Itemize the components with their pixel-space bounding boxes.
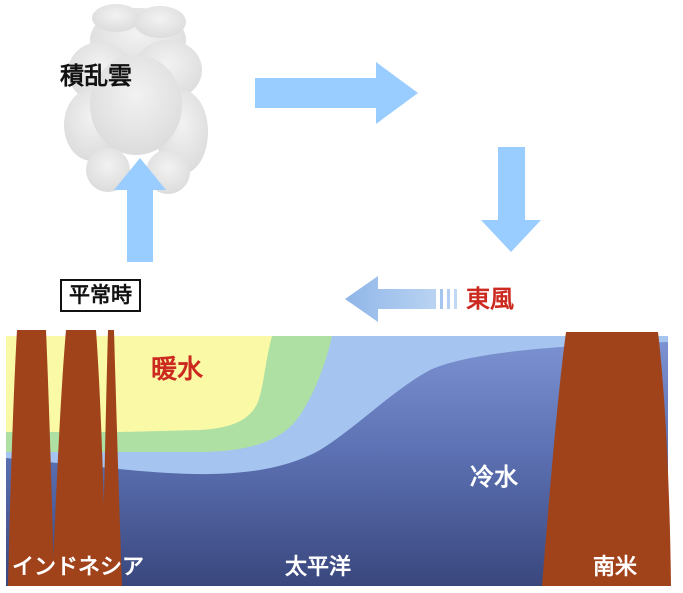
land: [8, 330, 671, 586]
rising-air-arrow: [114, 158, 166, 262]
cold-water-label: 冷水: [470, 463, 518, 491]
east-wind-label: 東風: [466, 285, 514, 313]
indonesia-label: インドネシア: [12, 555, 145, 580]
cumulonimbus-label: 積乱雲: [60, 62, 132, 90]
circulation-arrows: [114, 62, 541, 322]
south-america-label: 南米: [593, 555, 638, 580]
wind-stripe: [454, 289, 457, 309]
south-america-landmass: [542, 332, 671, 586]
sinking-air-arrow: [481, 147, 541, 252]
pacific-label: 太平洋: [285, 555, 352, 580]
cumulonimbus-cloud: [64, 4, 208, 194]
indonesia-island: [52, 330, 106, 586]
wind-stripe: [440, 289, 443, 309]
warm-water-label: 暖水: [151, 355, 204, 385]
wind-stripe: [447, 289, 450, 309]
indonesia-island: [8, 330, 54, 586]
indonesia-island: [102, 330, 122, 586]
upper-eastward-arrow: [255, 62, 418, 124]
east-wind-arrow: [345, 276, 436, 322]
normal-time-label: 平常時: [60, 279, 141, 312]
